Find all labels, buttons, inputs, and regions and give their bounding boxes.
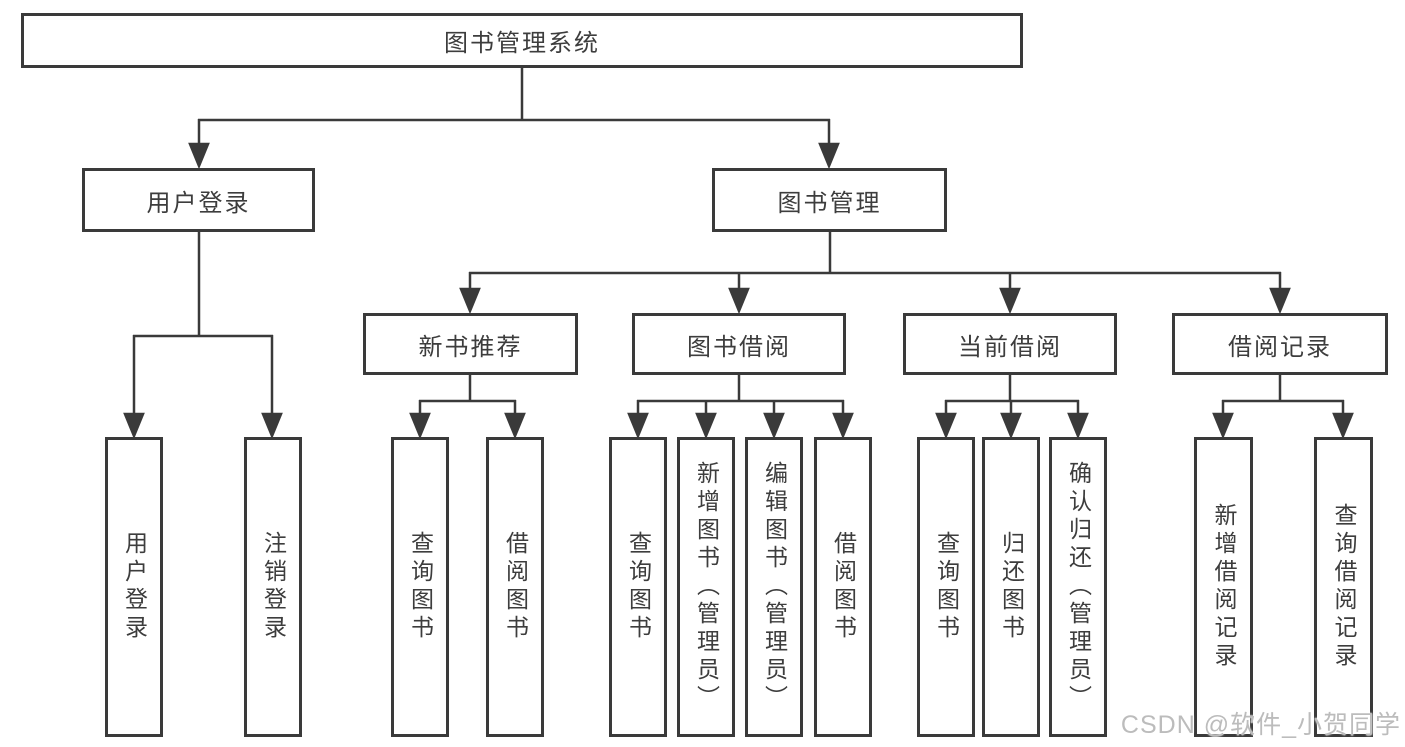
node-label: 当前借阅: [958, 333, 1062, 361]
leaf-query-books-borrow: 查询图书: [609, 437, 667, 737]
leaf-label: 查询图书: [407, 531, 434, 643]
leaf-label: 确认归还（管理员）: [1065, 461, 1092, 713]
node-label: 图书管理系统: [444, 30, 600, 57]
leaf-label: 借阅图书: [502, 531, 529, 643]
leaf-label: 借阅图书: [830, 531, 857, 643]
node-new-book-recommendation: 新书推荐: [363, 313, 578, 375]
node-current-borrowing: 当前借阅: [903, 313, 1117, 375]
node-label: 图书管理: [777, 189, 882, 217]
leaf-label: 用户登录: [121, 531, 148, 643]
leaf-query-borrow-record: 查询借阅记录: [1314, 437, 1373, 737]
leaf-label: 归还图书: [998, 531, 1025, 643]
leaf-label: 查询图书: [933, 531, 960, 643]
node-label: 用户登录: [146, 189, 251, 217]
node-label: 图书借阅: [687, 333, 791, 361]
leaf-label: 编辑图书（管理员）: [761, 461, 788, 713]
leaf-borrow-books: 借阅图书: [814, 437, 872, 737]
node-label: 借阅记录: [1228, 333, 1332, 361]
leaf-query-books-recommend: 查询图书: [391, 437, 449, 737]
node-book-management: 图书管理: [712, 168, 947, 232]
leaf-confirm-return-admin: 确认归还（管理员）: [1049, 437, 1107, 737]
node-book-borrowing: 图书借阅: [632, 313, 846, 375]
node-borrowing-records: 借阅记录: [1172, 313, 1388, 375]
leaf-label: 新增借阅记录: [1211, 503, 1237, 671]
node-user-login: 用户登录: [82, 168, 315, 232]
leaf-label: 查询图书: [625, 531, 652, 643]
node-label: 新书推荐: [418, 333, 523, 361]
leaf-label: 注销登录: [260, 531, 287, 643]
node-system-root: 图书管理系统: [21, 13, 1023, 68]
leaf-query-books-current: 查询图书: [917, 437, 975, 737]
leaf-user-login: 用户登录: [105, 437, 163, 737]
leaf-edit-books-admin: 编辑图书（管理员）: [745, 437, 803, 737]
leaf-add-books-admin: 新增图书（管理员）: [677, 437, 735, 737]
leaf-return-books: 归还图书: [982, 437, 1040, 737]
leaf-borrow-books-recommend: 借阅图书: [486, 437, 544, 737]
leaf-label: 新增图书（管理员）: [693, 461, 720, 713]
leaf-logout-login: 注销登录: [244, 437, 302, 737]
leaf-label: 查询借阅记录: [1331, 503, 1357, 671]
leaf-add-borrow-record: 新增借阅记录: [1194, 437, 1253, 737]
